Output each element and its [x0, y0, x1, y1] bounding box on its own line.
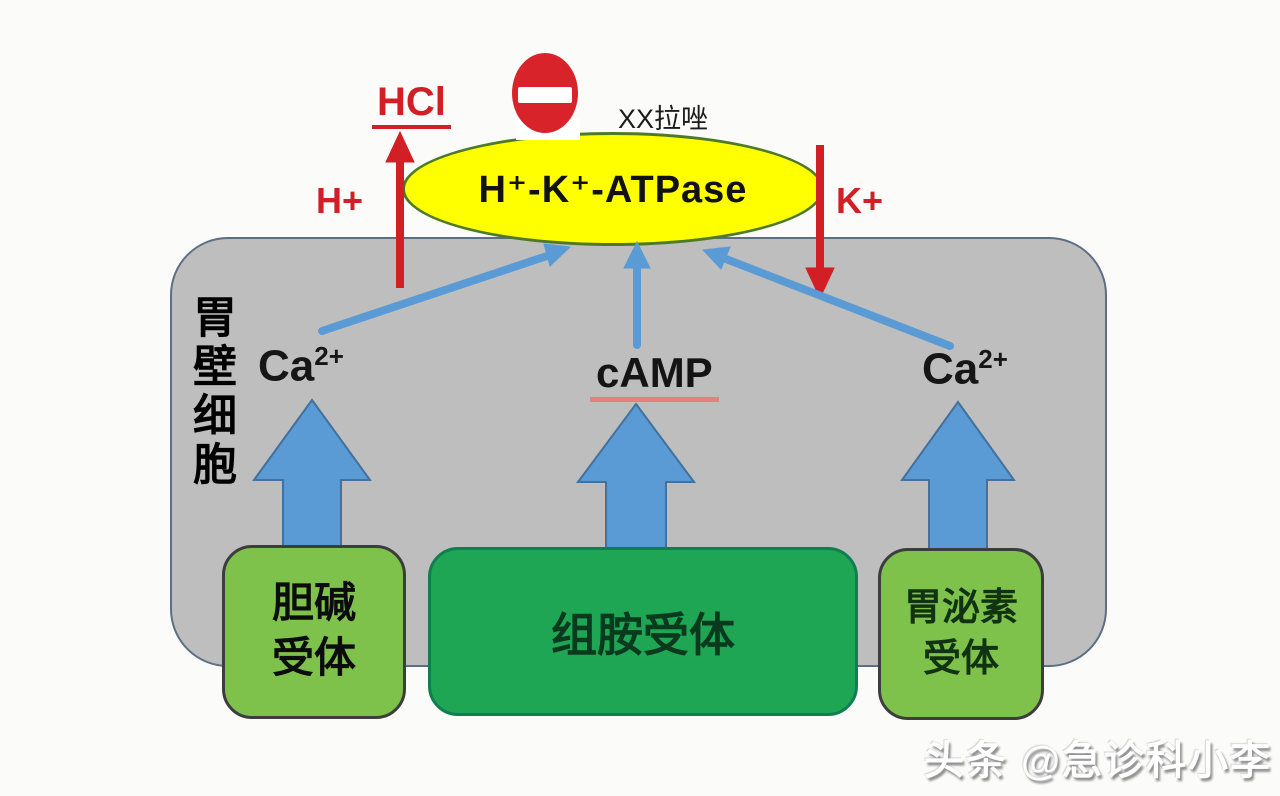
hcl-label: HCl	[372, 80, 451, 129]
ca-base: Ca	[922, 344, 979, 394]
camp-label: cAMP	[590, 349, 719, 402]
ca-superscript: 2+	[314, 341, 344, 371]
gastrin-receptor-line2: 受体	[922, 638, 999, 680]
gastrin-receptor-box: 胃泌素 受体	[878, 548, 1044, 720]
choline-receptor-line2: 受体	[271, 636, 356, 682]
ca-superscript: 2+	[978, 344, 1008, 374]
k-ion-label: K+	[836, 180, 884, 221]
choline-receptor-box: 胆碱 受体	[222, 545, 406, 719]
no-entry-icon	[512, 53, 578, 133]
histamine-block-arrow-icon	[576, 402, 696, 566]
hcl-up-arrow-icon	[385, 130, 415, 288]
proton-pump-label: H⁺-K⁺-ATPase	[478, 168, 748, 211]
proton-pump-ellipse: H⁺-K⁺-ATPase	[402, 132, 824, 246]
histamine-receptor-label: 组胺受体	[551, 609, 735, 661]
ca-right-signal-arrow-icon	[701, 246, 954, 350]
parietal-cell-label: 胃壁细胞	[186, 294, 235, 490]
choline-receptor-line1: 胆碱	[271, 581, 356, 628]
camp-signal-arrow-icon	[623, 240, 651, 349]
gastrin-block-arrow-icon	[900, 400, 1016, 566]
watermark: 头条 @急诊科小李	[923, 739, 1272, 783]
no-entry-bar	[517, 86, 573, 103]
k-down-arrow-icon	[805, 145, 835, 300]
ca-base: Ca	[258, 341, 315, 391]
ppi-drug-label: XX拉唑	[618, 104, 709, 134]
ca-left-signal-arrow-icon	[318, 243, 572, 335]
gastrin-receptor-line1: 胃泌素	[903, 586, 1018, 629]
h-ion-label: H+	[316, 180, 364, 221]
histamine-receptor-box: 组胺受体	[428, 547, 858, 716]
ca-ion-label-right: Ca2+	[922, 344, 1008, 395]
ca-ion-label-left: Ca2+	[258, 341, 344, 392]
